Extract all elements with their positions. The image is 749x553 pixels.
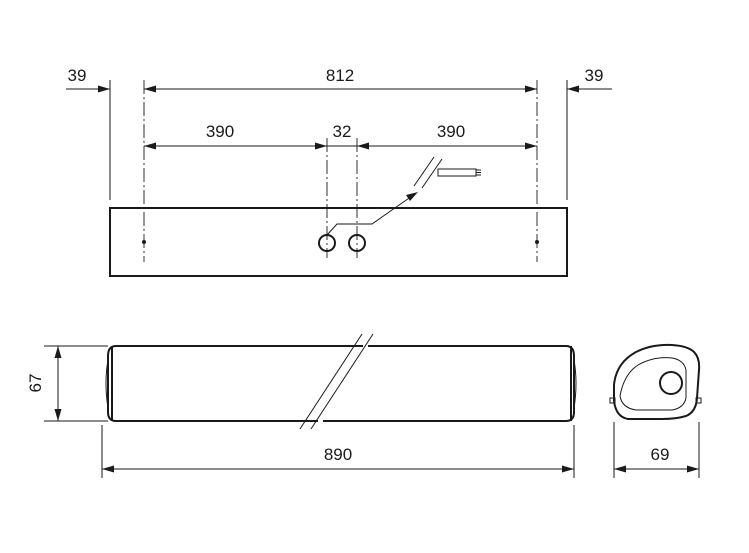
end-profile-inner — [619, 357, 687, 411]
break-line-1 — [299, 333, 363, 430]
end-lamp-circle — [659, 371, 683, 395]
mount-hole-left — [142, 240, 146, 244]
mounting-plate — [109, 207, 568, 277]
arrow-left-half-start — [144, 142, 156, 150]
body-left-section — [107, 345, 363, 422]
arrow-body-height-bottom — [54, 409, 62, 421]
mount-hole-right — [535, 240, 539, 244]
end-view: 69 — [609, 343, 702, 478]
cable-leader-arrow — [406, 192, 418, 201]
label-body-length: 890 — [324, 445, 352, 464]
arrow-body-length-right — [562, 465, 574, 473]
top-view: 39 812 39 390 32 390 — [66, 66, 612, 277]
label-body-height: 67 — [26, 374, 45, 393]
end-cap-right-curve — [573, 359, 577, 409]
label-mount-spacing: 812 — [326, 66, 354, 85]
end-tab-left — [609, 397, 616, 404]
label-right-half: 390 — [437, 122, 465, 141]
label-center-gap: 32 — [333, 122, 352, 141]
end-profile-outer — [613, 343, 701, 420]
arrow-body-width-right — [687, 465, 699, 473]
label-body-width: 69 — [651, 445, 670, 464]
cable-break-line-2 — [421, 158, 443, 189]
arrow-mount-spacing-right — [525, 85, 537, 93]
cable-entry-right — [348, 234, 366, 252]
arrow-body-width-left — [614, 465, 626, 473]
cable-body — [437, 168, 477, 177]
end-tab-right — [695, 397, 702, 404]
label-right-margin: 39 — [585, 66, 604, 85]
cable-leader-line — [326, 195, 413, 236]
arrow-left-margin — [98, 85, 110, 93]
side-view: 67 890 — [26, 333, 577, 478]
label-left-margin: 39 — [68, 66, 87, 85]
end-cap-left-curve — [105, 359, 109, 409]
break-line-2 — [310, 333, 374, 430]
arrow-mount-spacing-left — [144, 85, 156, 93]
arrow-right-half-end — [525, 142, 537, 150]
label-left-half: 390 — [206, 122, 234, 141]
arrow-left-half-end — [315, 142, 327, 150]
arrow-body-height-top — [54, 346, 62, 358]
cable-break-line-1 — [413, 156, 435, 187]
body-right-section — [323, 345, 575, 422]
arrow-right-margin — [567, 85, 579, 93]
arrow-body-length-left — [102, 465, 114, 473]
